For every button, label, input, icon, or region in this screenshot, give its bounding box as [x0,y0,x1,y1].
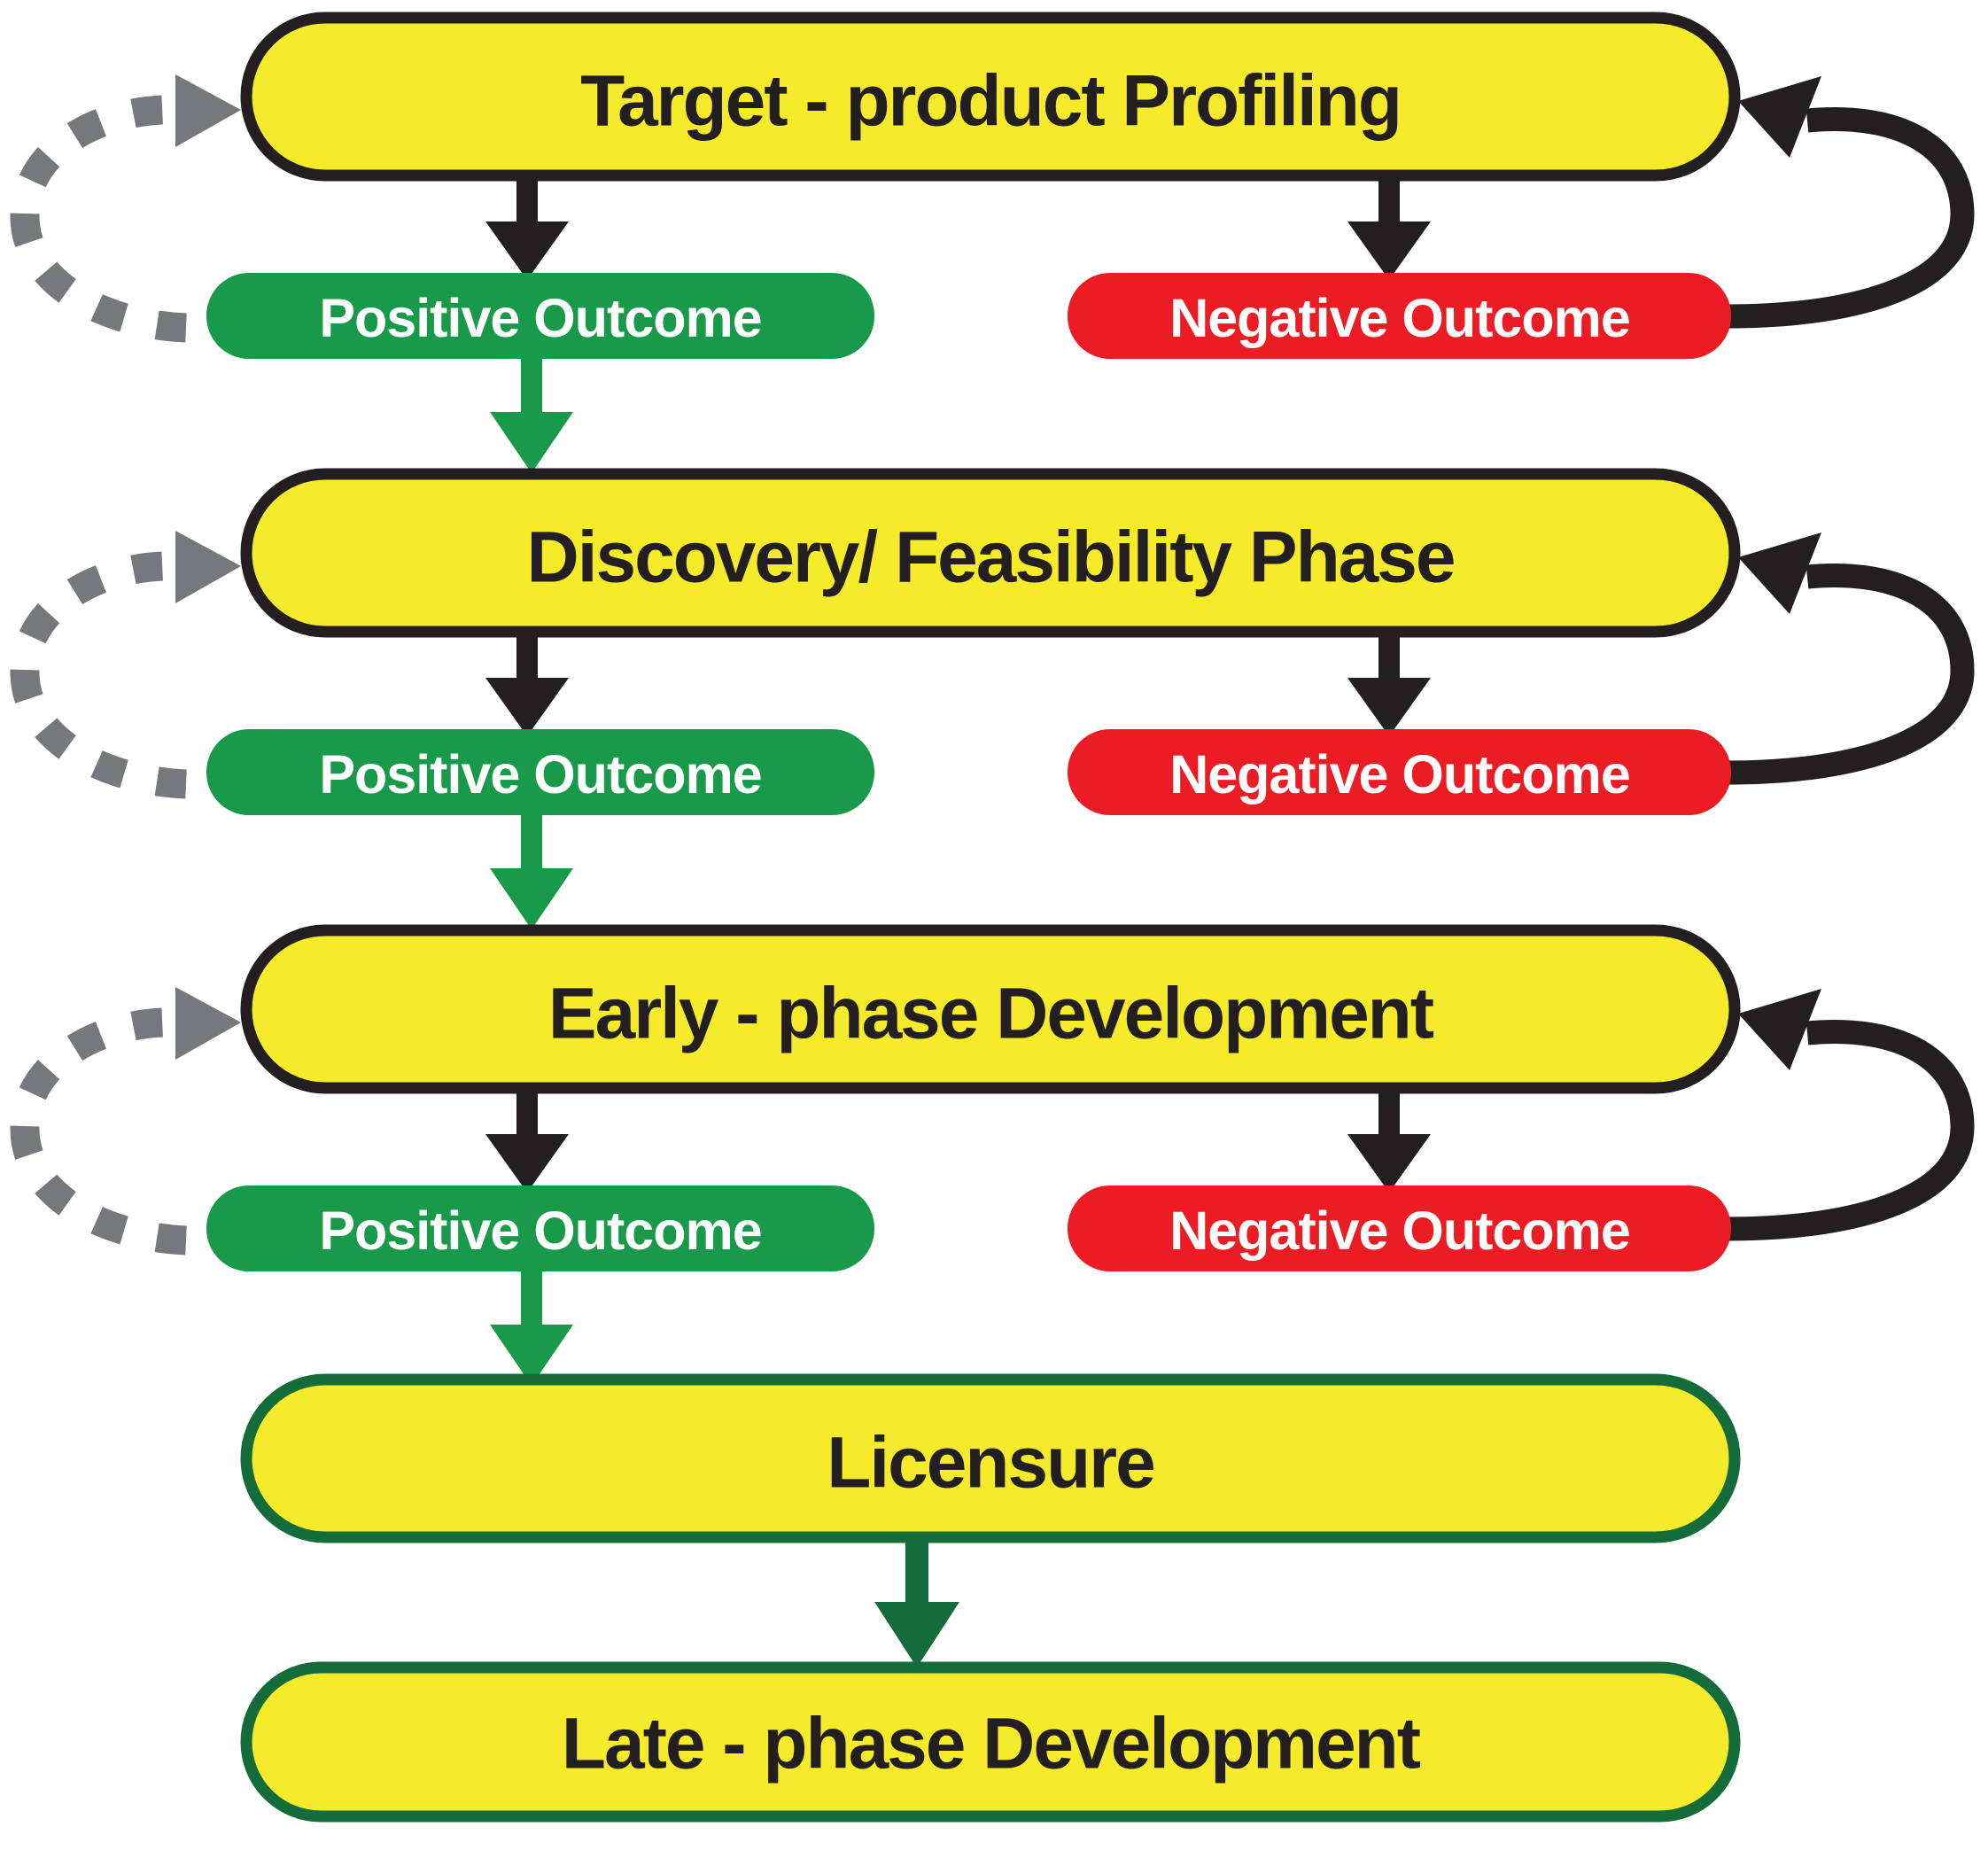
revisit-dashed-loop-3 [10,1007,187,1255]
positive-to-next-arrow-2 [490,813,573,929]
stage-to-negative-arrow-2 [1347,630,1431,736]
negative-outcome-label-2: Negative Outcome [1169,744,1630,805]
negative-outcome-pill-2 [1068,729,1731,815]
stage-row-1: Target - product Profiling Positive Outc… [10,12,1975,473]
negative-feedback-loop-1 [1726,107,1975,329]
late-phase-box [240,1661,1741,1823]
licensure-label: Licensure [827,1423,1153,1504]
positive-outcome-pill-2 [206,729,874,815]
positive-outcome-label-1: Positive Outcome [319,288,761,348]
positive-to-next-arrow-1 [490,357,573,473]
revisit-dashed-loop-1 [10,95,187,343]
negative-feedback-arrowhead-3 [1738,989,1821,1070]
stage-label-2: Discovery/ Feasibility Phase [527,517,1455,598]
stage-label-1: Target - product Profiling [580,61,1401,142]
late-phase-label: Late - phase Development [562,1704,1421,1784]
licensure-box [240,1373,1741,1543]
negative-outcome-pill-1 [1068,273,1731,359]
revisit-dashed-arrowhead-1 [175,74,241,147]
negative-outcome-label-3: Negative Outcome [1169,1201,1630,1261]
positive-outcome-pill-3 [206,1185,874,1271]
revisit-dashed-arrowhead-3 [175,987,241,1060]
stage-row-2: Discovery/ Feasibility Phase Positive Ou… [10,468,1975,929]
negative-feedback-arrowhead-1 [1738,76,1821,158]
negative-outcome-label-1: Negative Outcome [1169,288,1630,348]
negative-feedback-loop-2 [1726,564,1975,785]
positive-outcome-label-2: Positive Outcome [319,744,761,805]
stage-to-positive-arrow-1 [485,174,569,280]
positive-outcome-label-3: Positive Outcome [319,1201,761,1261]
stage-box-3 [240,924,1741,1094]
revisit-dashed-loop-2 [10,551,187,799]
positive-to-next-arrow-3 [490,1270,573,1386]
negative-outcome-pill-3 [1068,1185,1731,1271]
stage-box-2 [240,468,1741,638]
stage-to-positive-arrow-3 [485,1086,569,1193]
revisit-dashed-arrowhead-2 [175,531,241,603]
licensure-to-late-arrow [874,1535,959,1667]
stage-to-negative-arrow-1 [1347,174,1431,280]
stage-row-3: Early - phase Development Positive Outco… [10,924,1975,1386]
positive-outcome-pill-1 [206,273,874,359]
stage-to-positive-arrow-2 [485,630,569,736]
stage-box-1 [240,12,1741,182]
stage-to-negative-arrow-3 [1347,1086,1431,1193]
stage-label-3: Early - phase Development [548,974,1434,1054]
negative-feedback-arrowhead-2 [1738,532,1821,614]
negative-feedback-loop-3 [1726,1020,1975,1241]
